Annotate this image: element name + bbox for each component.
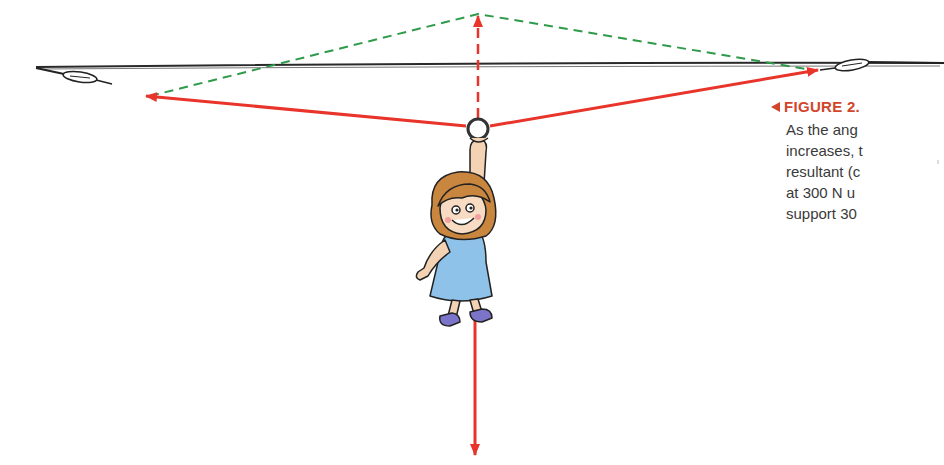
caption-pointer	[771, 102, 780, 112]
turnbuckle	[36, 68, 112, 84]
weight-vector	[474, 300, 477, 455]
figure-caption: FIGURE 2.	[784, 98, 860, 116]
caption-text: at 300 N u	[786, 184, 855, 202]
rope-shade	[40, 66, 940, 69]
caption-text: resultant (c	[786, 163, 860, 181]
girl-figure	[416, 119, 495, 326]
resultant-vector	[477, 16, 480, 118]
parallelogram-line	[150, 14, 812, 96]
caption-text: support 30	[786, 205, 857, 223]
tension-vector	[146, 96, 466, 126]
turnbuckle	[820, 57, 944, 73]
tension-vector	[490, 70, 818, 126]
caption-text: increases, t	[786, 142, 863, 160]
caption-text: As the ang	[786, 121, 858, 139]
speck	[938, 160, 939, 164]
